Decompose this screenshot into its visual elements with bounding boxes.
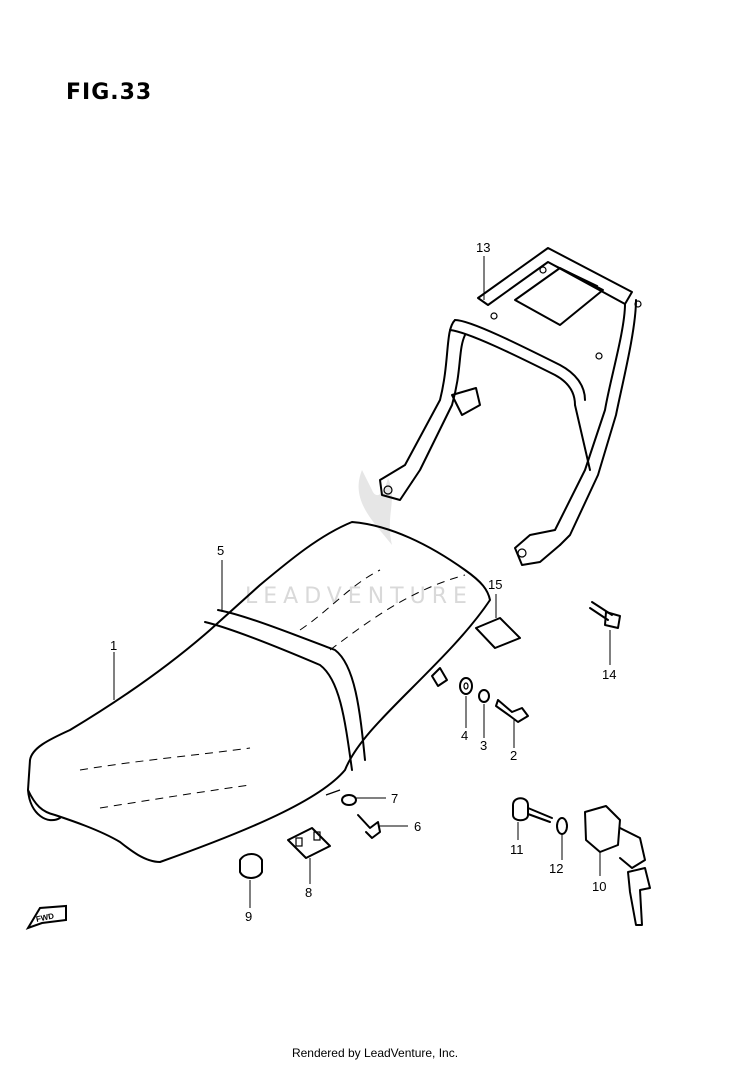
part-15-pad [475, 617, 521, 649]
callout-8: 8 [305, 885, 312, 900]
callout-3: 3 [480, 738, 487, 753]
callout-5: 5 [217, 543, 224, 558]
callout-labels: 1 2 3 4 5 6 7 8 9 10 11 12 13 14 15 [110, 240, 616, 924]
direction-marker-label: FWD [35, 911, 55, 924]
callout-1: 1 [110, 638, 117, 653]
part-11-bolt [512, 797, 553, 823]
callout-7: 7 [391, 791, 398, 806]
callout-2: 2 [510, 748, 517, 763]
footer-credit: Rendered by LeadVenture, Inc. [291, 1046, 459, 1060]
part-1-seat [27, 521, 491, 863]
part-2-bolt [495, 699, 529, 723]
part-14-bolt [589, 601, 621, 629]
part-7-clip [325, 789, 357, 806]
part-4-washer [459, 677, 473, 695]
part-13-rear-carrier [379, 247, 642, 566]
part-3-washer [478, 689, 490, 703]
figure-title: FIG.33 [66, 80, 153, 105]
callout-12: 12 [549, 861, 563, 876]
forward-direction-marker: FWD [25, 904, 67, 930]
callout-13: 13 [476, 240, 490, 255]
callout-11: 11 [510, 842, 524, 857]
callout-6: 6 [414, 819, 421, 834]
part-10-seat-lock [584, 805, 651, 926]
watermark: LEADVENTURE [245, 470, 473, 609]
callout-10: 10 [592, 879, 606, 894]
callout-14: 14 [602, 667, 616, 682]
watermark-text: LEADVENTURE [245, 584, 473, 609]
callout-15: 15 [488, 577, 502, 592]
leader-lines [113, 256, 611, 908]
part-6-screw [357, 814, 381, 839]
part-9-cushion [239, 853, 263, 879]
part-8-bracket [287, 827, 331, 859]
forward-arrow-icon [25, 904, 67, 930]
watermark-logo-icon [358, 470, 392, 545]
callout-9: 9 [245, 909, 252, 924]
part-12-washer [556, 817, 568, 835]
callout-4: 4 [461, 728, 468, 743]
